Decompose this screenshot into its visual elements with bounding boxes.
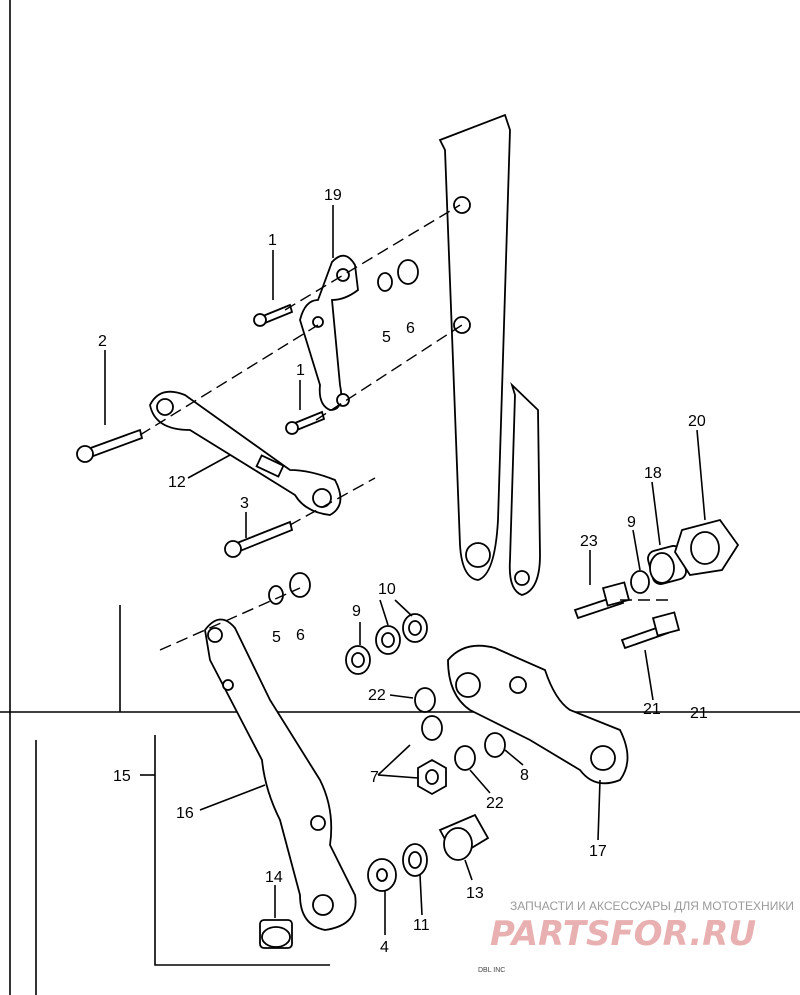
spacer-8 [484,732,506,758]
small-print: DBL INC [478,967,505,974]
bearing-11 [402,843,428,877]
callout-10: 10 [378,581,396,598]
washer-5-upper [377,272,393,292]
callout-13: 13 [466,885,484,902]
shock-rod [508,381,541,596]
washer-22-upper [414,687,436,713]
watermark-logo: PARTSFOR.RU [490,914,756,954]
nut-7-upper [421,715,443,741]
callout-6-upper: 6 [406,320,415,337]
bolt-21 [620,611,681,650]
callout-5-lower: 5 [272,629,281,646]
callout-21: 21 [643,701,661,718]
centerline-2 [315,324,463,421]
callout-2: 2 [98,333,107,350]
callout-9-right: 9 [627,514,636,531]
callout-6-lower: 6 [296,627,305,644]
washer-4 [367,858,397,892]
bolt-2 [76,428,144,463]
callout-22-lower: 22 [486,795,504,812]
callout-7: 7 [370,769,379,786]
centerline-4 [289,477,376,526]
callout-19: 19 [324,187,342,204]
callout-11: 11 [413,917,430,934]
sleeve-14 [259,919,293,949]
callout-3: 3 [240,495,249,512]
bearings-10 [375,613,428,655]
callout-14: 14 [265,869,283,886]
nut-7-lower [417,758,447,796]
callout-20: 20 [688,413,706,430]
washer-22-lower [454,745,476,771]
callout-15: 15 [113,768,131,785]
callout-12: 12 [168,474,186,491]
callout-1-upper: 1 [268,232,277,249]
callout-4: 4 [380,939,389,956]
link-rod-12 [149,390,342,516]
callout-16: 16 [176,805,194,822]
frame-tube [438,113,511,581]
callout-18: 18 [644,465,662,482]
callout-17: 17 [589,843,607,860]
plate-19 [299,254,359,411]
rocker-17 [447,644,629,785]
washer-5-lower [268,585,284,605]
bracket-15 [154,735,330,966]
nut-6-upper [397,259,419,285]
washer-9-right [630,570,650,594]
callout-8: 8 [520,767,529,784]
nut-6-lower [289,572,311,598]
bushing-9 [345,645,371,675]
watermark-tagline: ЗАПЧАСТИ И АКСЕССУАРЫ ДЛЯ МОТОТЕХНИКИ [510,899,794,913]
nut-20 [674,518,740,576]
callout-5-upper: 5 [382,329,391,346]
centerline-5 [159,587,301,651]
callout-1-lower: 1 [296,362,305,379]
sleeve-13 [438,813,490,861]
leader-lines [104,205,706,935]
bolt-3 [224,520,294,558]
centerline-1 [284,204,461,311]
callout-corner: 21 [690,705,708,722]
bolt-1-upper [253,303,294,327]
callout-22-upper: 22 [368,687,386,704]
callout-9-left: 9 [352,603,361,620]
bolt-1-lower [285,410,326,435]
lever-16 [204,618,357,931]
callout-23: 23 [580,533,598,550]
